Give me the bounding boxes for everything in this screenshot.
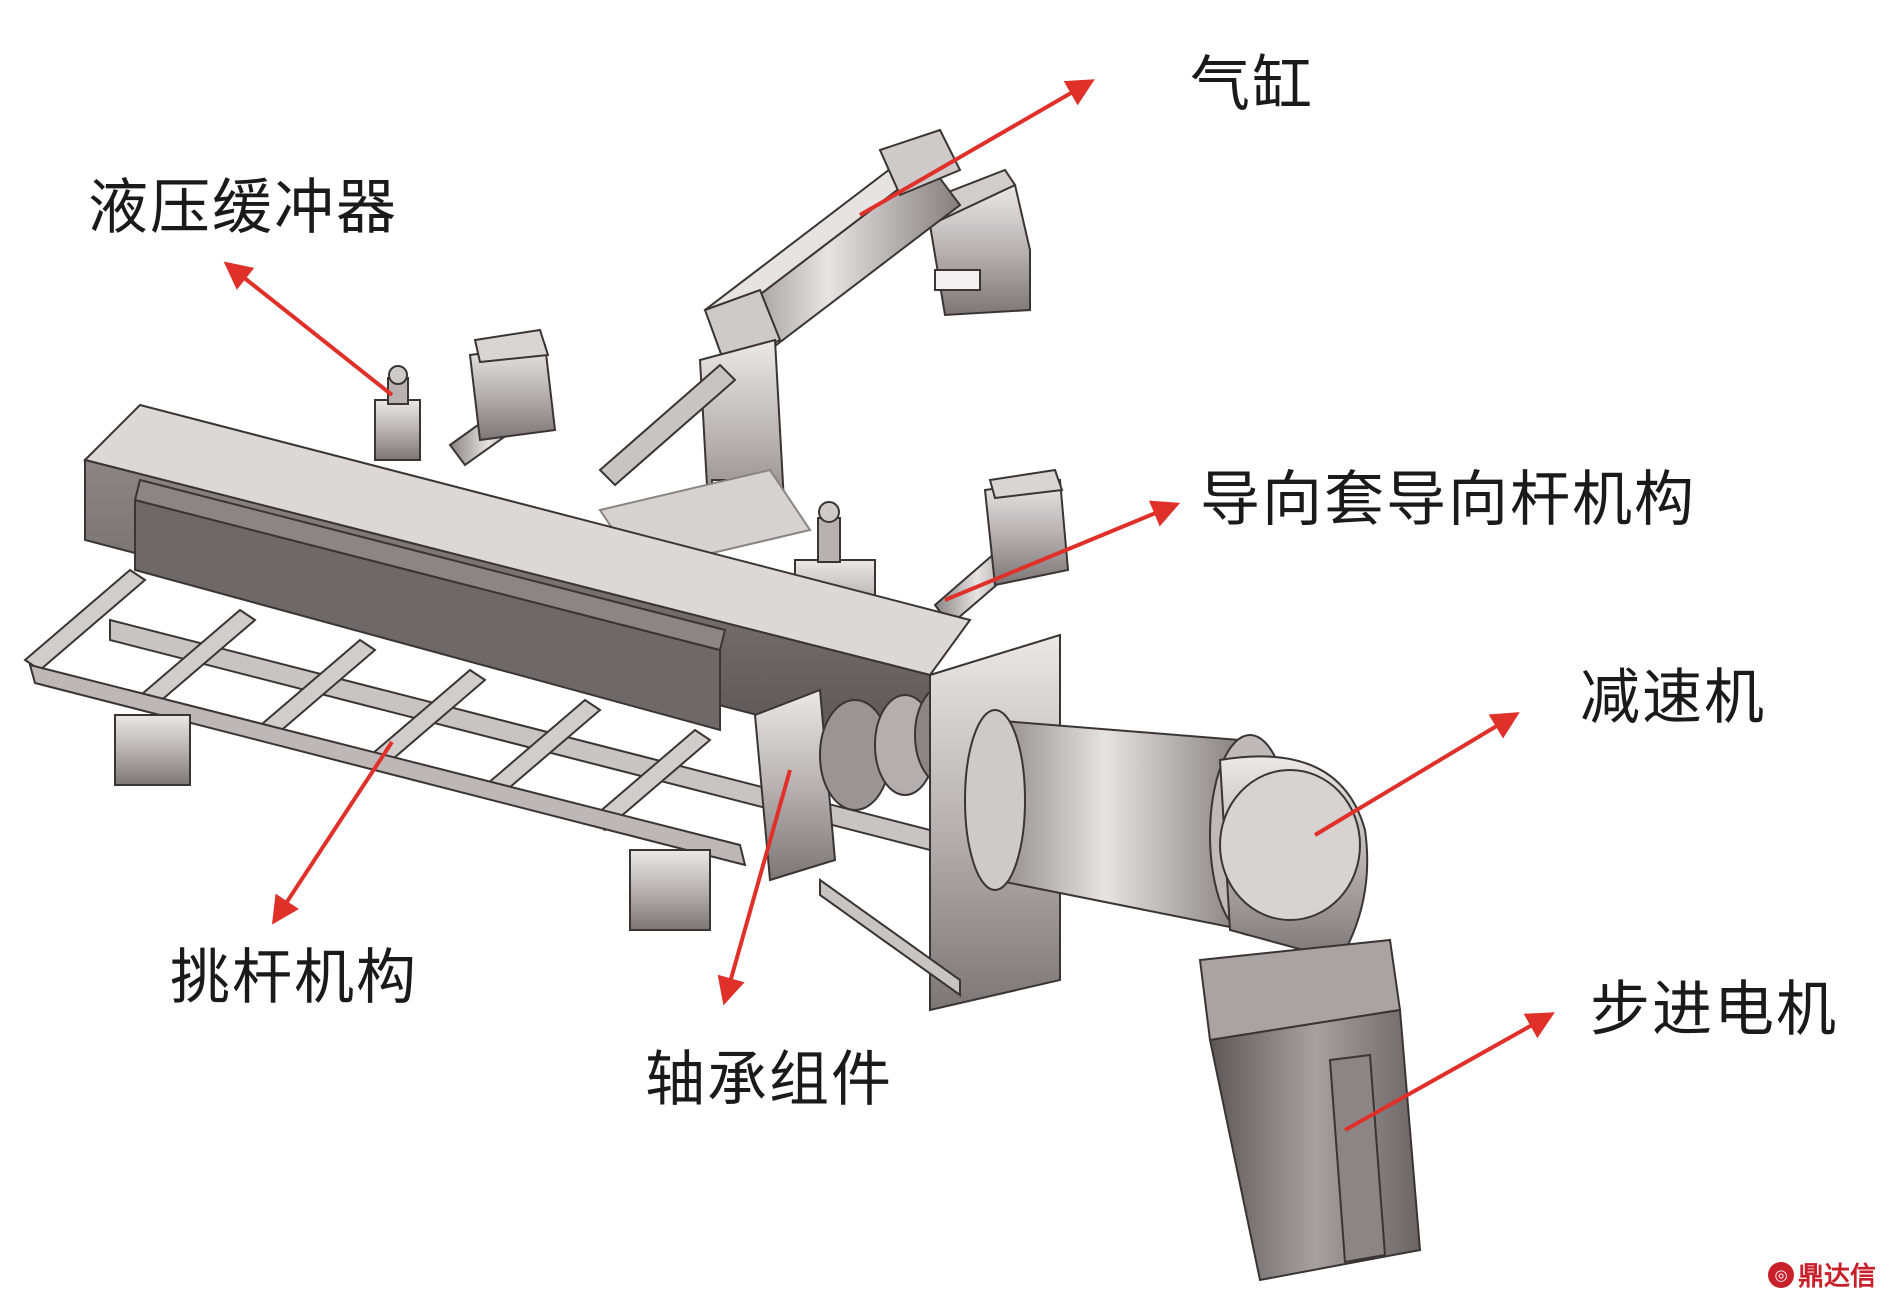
stepper-motor	[1198, 938, 1422, 1282]
guide-rod-left	[448, 328, 557, 467]
guide-rod-right	[933, 468, 1070, 627]
arrow-lift-bar	[271, 740, 394, 925]
arrow-hydraulic-buffer	[223, 261, 394, 397]
arrow-cylinder	[858, 79, 1095, 217]
lift-bar-mechanism	[23, 568, 747, 867]
arrow-bearing	[717, 769, 792, 1006]
label-cylinder: 气缸	[1190, 50, 1314, 120]
label-hydraulic-buffer: 液压缓冲器	[88, 173, 398, 243]
hydraulic-buffer-left	[374, 365, 421, 461]
arrow-stepper-motor	[1344, 1012, 1555, 1132]
watermark-text: 鼎达信	[1797, 1262, 1876, 1292]
pneumatic-cylinder	[598, 128, 1031, 572]
label-lift-bar-mechanism: 挑杆机构	[170, 943, 418, 1013]
label-bearing-assembly: 轴承组件	[645, 1045, 893, 1115]
label-stepper-motor: 步进电机	[1590, 975, 1838, 1045]
arrow-reducer	[1313, 712, 1520, 837]
watermark-logo-icon: ◎	[1767, 1261, 1794, 1288]
arrow-guide-mechanism	[944, 500, 1181, 602]
leader-arrows	[223, 79, 1555, 1132]
label-guide-mechanism: 导向套导向杆机构	[1200, 465, 1696, 535]
watermark: ◎ 鼎达信	[1767, 1256, 1876, 1293]
reducer	[964, 709, 1369, 962]
frame-feet	[114, 714, 711, 931]
label-reducer: 减速机	[1580, 663, 1766, 733]
